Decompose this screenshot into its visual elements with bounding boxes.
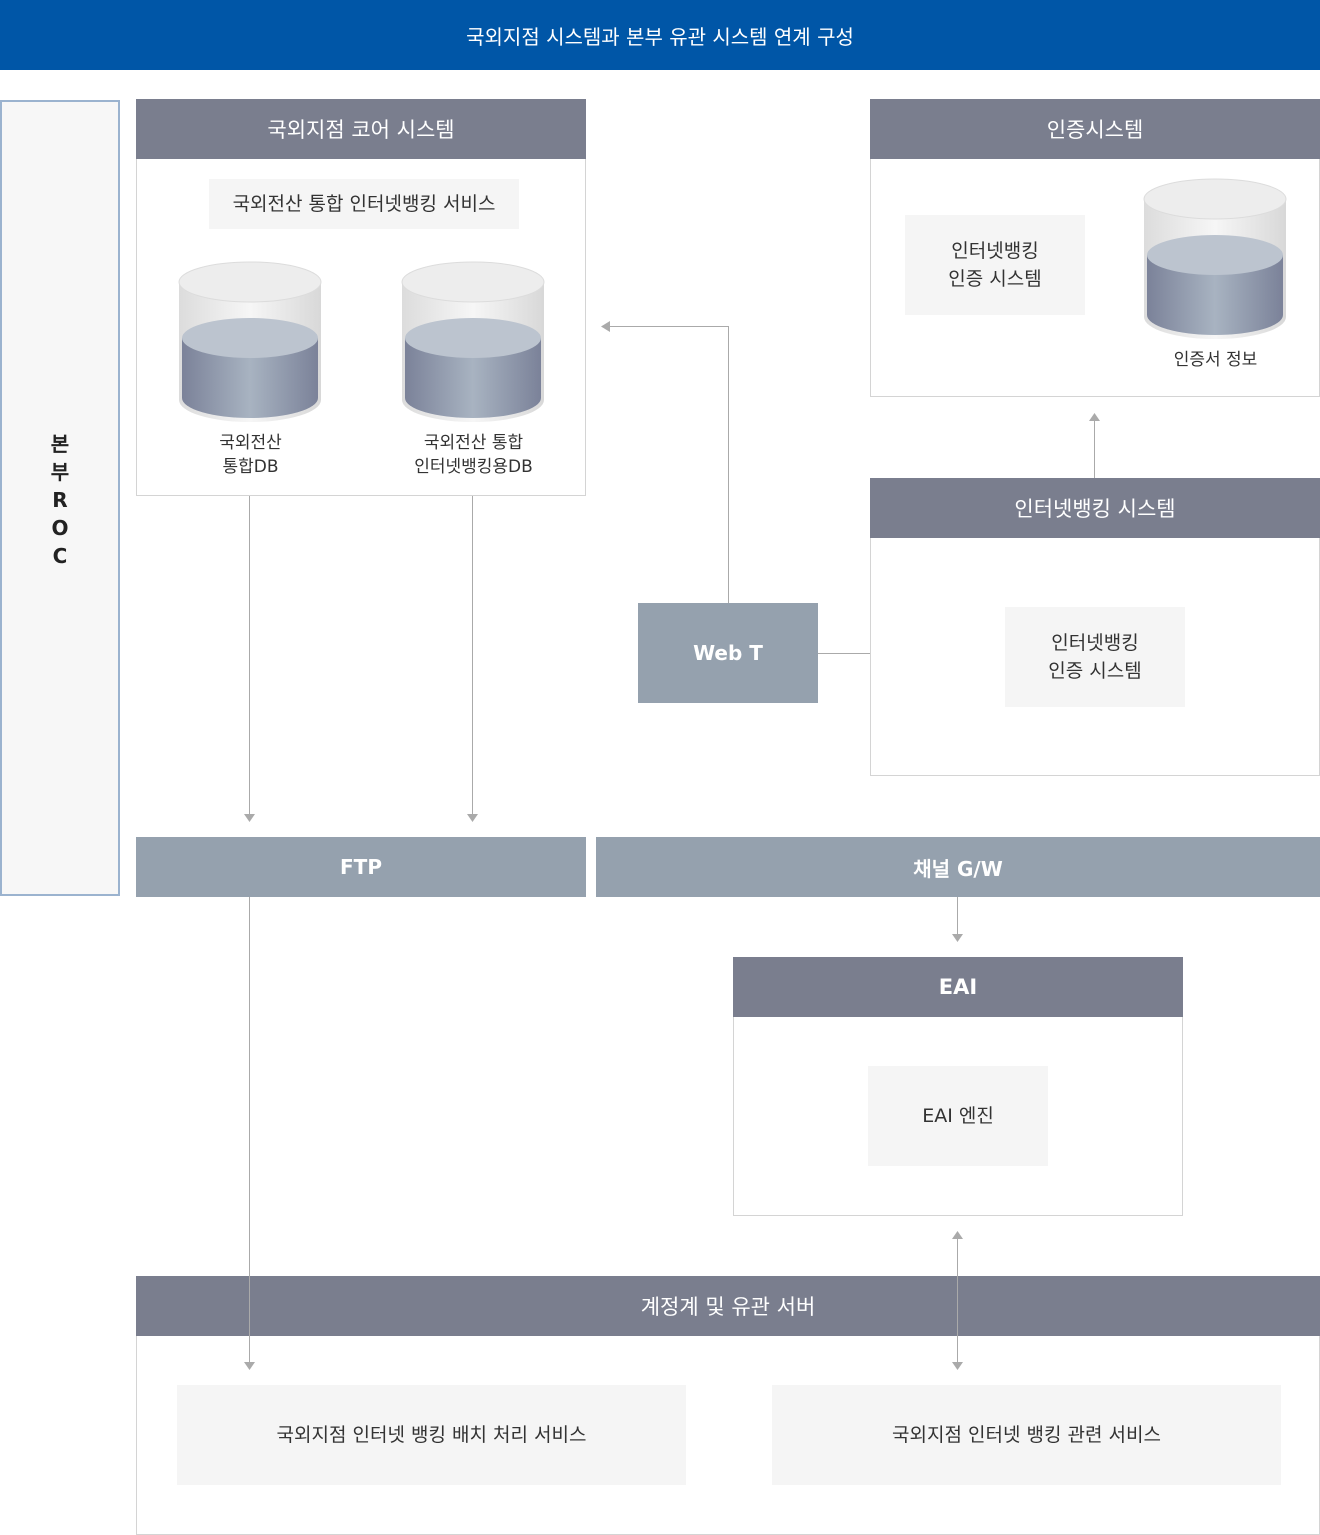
ib-auth-box: 인터넷뱅킹 인증 시스템 <box>1005 607 1185 707</box>
auth-system-header: 인증시스템 <box>870 99 1320 159</box>
batch-service-box: 국외지점 인터넷 뱅킹 배치 처리 서비스 <box>177 1385 686 1485</box>
core-system-panel: 국외지점 코어 시스템 국외전산 통합 인터넷뱅킹 서비스 국외전산 통합DB … <box>136 99 586 496</box>
eai-panel: EAI EAI 엔진 <box>733 957 1183 1216</box>
auth-db-cylinder-icon <box>1143 178 1287 339</box>
webt-box: Web T <box>638 603 818 703</box>
arrow-up-icon <box>952 1231 963 1239</box>
arrow-left-icon <box>601 321 610 332</box>
core-service-box: 국외전산 통합 인터넷뱅킹 서비스 <box>209 179 519 229</box>
arrow-down-icon <box>952 934 963 942</box>
roc-label: 본 부 R O C <box>50 432 70 568</box>
eai-engine-box: EAI 엔진 <box>868 1066 1048 1166</box>
arrow-down-icon <box>467 814 478 822</box>
arrow-down-icon <box>244 814 255 822</box>
auth-system-panel: 인증시스템 인터넷뱅킹 인증 시스템 인증서 정보 <box>870 99 1320 397</box>
arrow-up-icon <box>1089 413 1100 421</box>
core-system-header: 국외지점 코어 시스템 <box>136 99 586 159</box>
ib-system-header: 인터넷뱅킹 시스템 <box>870 478 1320 538</box>
webt-to-core-line <box>610 326 729 603</box>
core-db2-label: 국외전산 통합 인터넷뱅킹용DB <box>414 433 533 477</box>
auth-box: 인터넷뱅킹 인증 시스템 <box>905 215 1085 315</box>
arrow-down-icon <box>952 1362 963 1370</box>
core-db1-cylinder-icon <box>178 261 322 422</box>
ledger-panel: 계정계 및 유관 서버 국외지점 인터넷 뱅킹 배치 처리 서비스 국외지점 인… <box>136 1276 1320 1535</box>
ledger-header: 계정계 및 유관 서버 <box>136 1276 1320 1336</box>
ftp-bar: FTP <box>136 837 586 897</box>
auth-db-label: 인증서 정보 <box>1173 350 1258 370</box>
roc-panel: 본 부 R O C <box>0 100 120 896</box>
diagram-title: 국외지점 시스템과 본부 유관 시스템 연계 구성 <box>0 0 1320 70</box>
core-db1-label: 국외전산 통합DB <box>219 433 282 477</box>
related-service-box: 국외지점 인터넷 뱅킹 관련 서비스 <box>772 1385 1281 1485</box>
ib-system-panel: 인터넷뱅킹 시스템 인터넷뱅킹 인증 시스템 <box>870 478 1320 776</box>
arrow-down-icon <box>244 1362 255 1370</box>
eai-header: EAI <box>733 957 1183 1017</box>
core-db2-cylinder-icon <box>401 261 545 422</box>
channel-gw-bar: 채널 G/W <box>596 837 1320 897</box>
